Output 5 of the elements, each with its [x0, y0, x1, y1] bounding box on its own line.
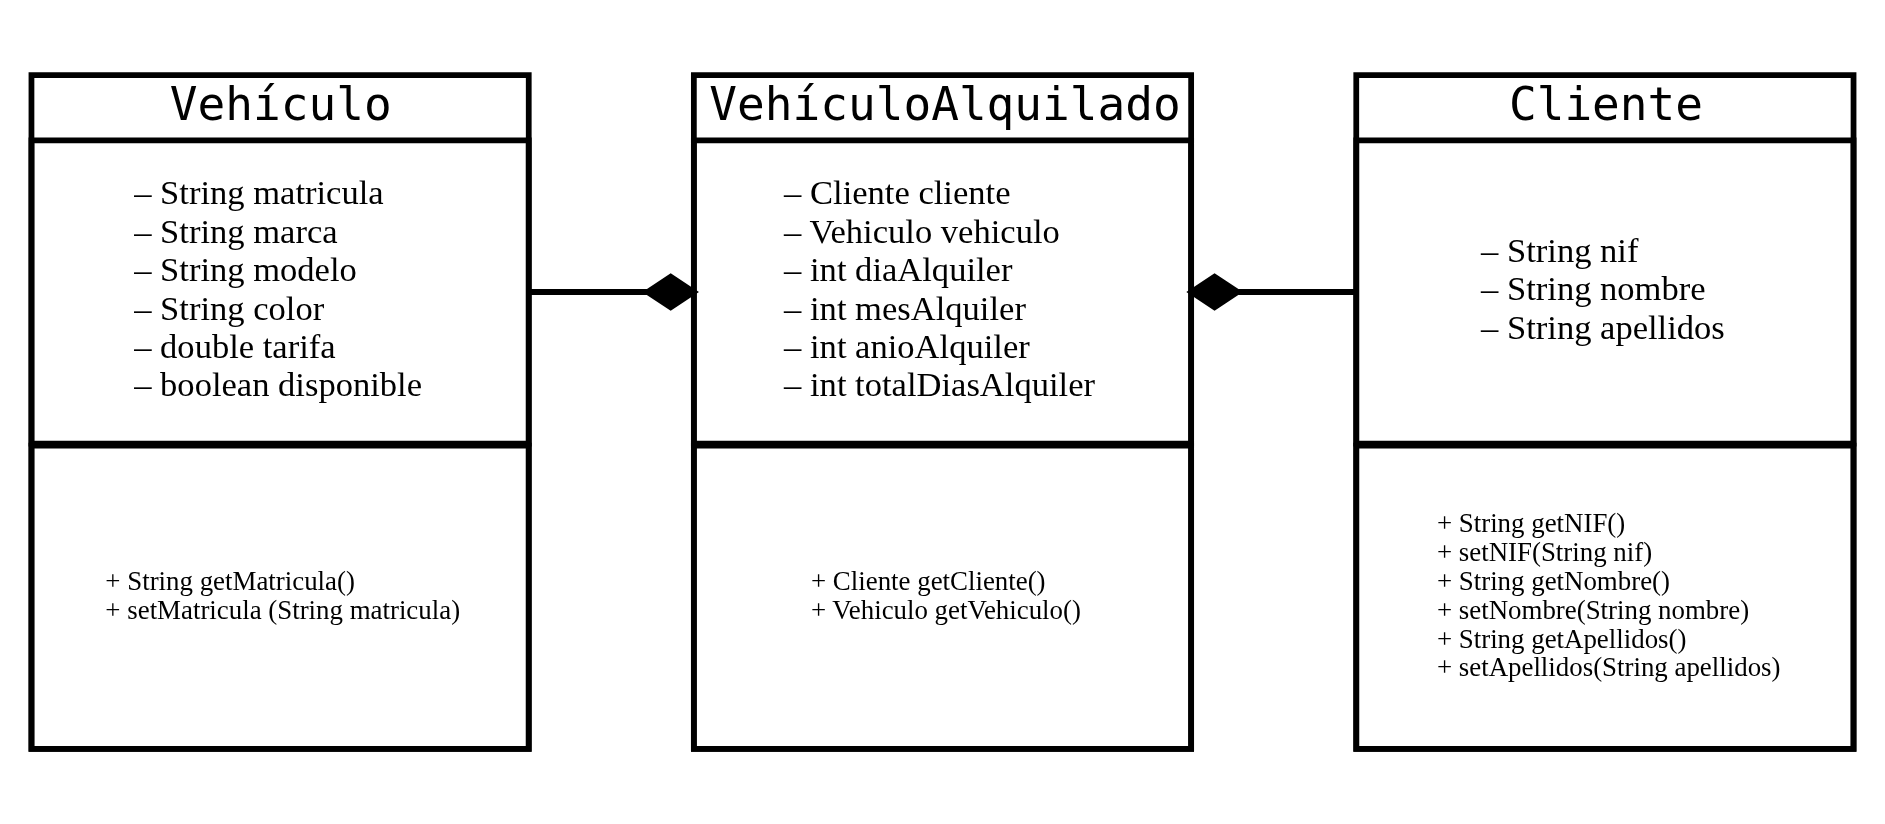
connector: [1186, 273, 1357, 311]
node-box: + String getMatricula() + setMatricula (String matricula): [28, 442, 532, 752]
connector: [529, 273, 699, 311]
node-box: + Cliente getCliente() + Vehiculo getVehiculo(): [691, 442, 1195, 752]
node-box: + String getNIF() + setNIF(String nif) + String getNombre() + setNombre(String nombre) + String getApellidos() + setApellidos(String apellidos): [1353, 442, 1857, 752]
